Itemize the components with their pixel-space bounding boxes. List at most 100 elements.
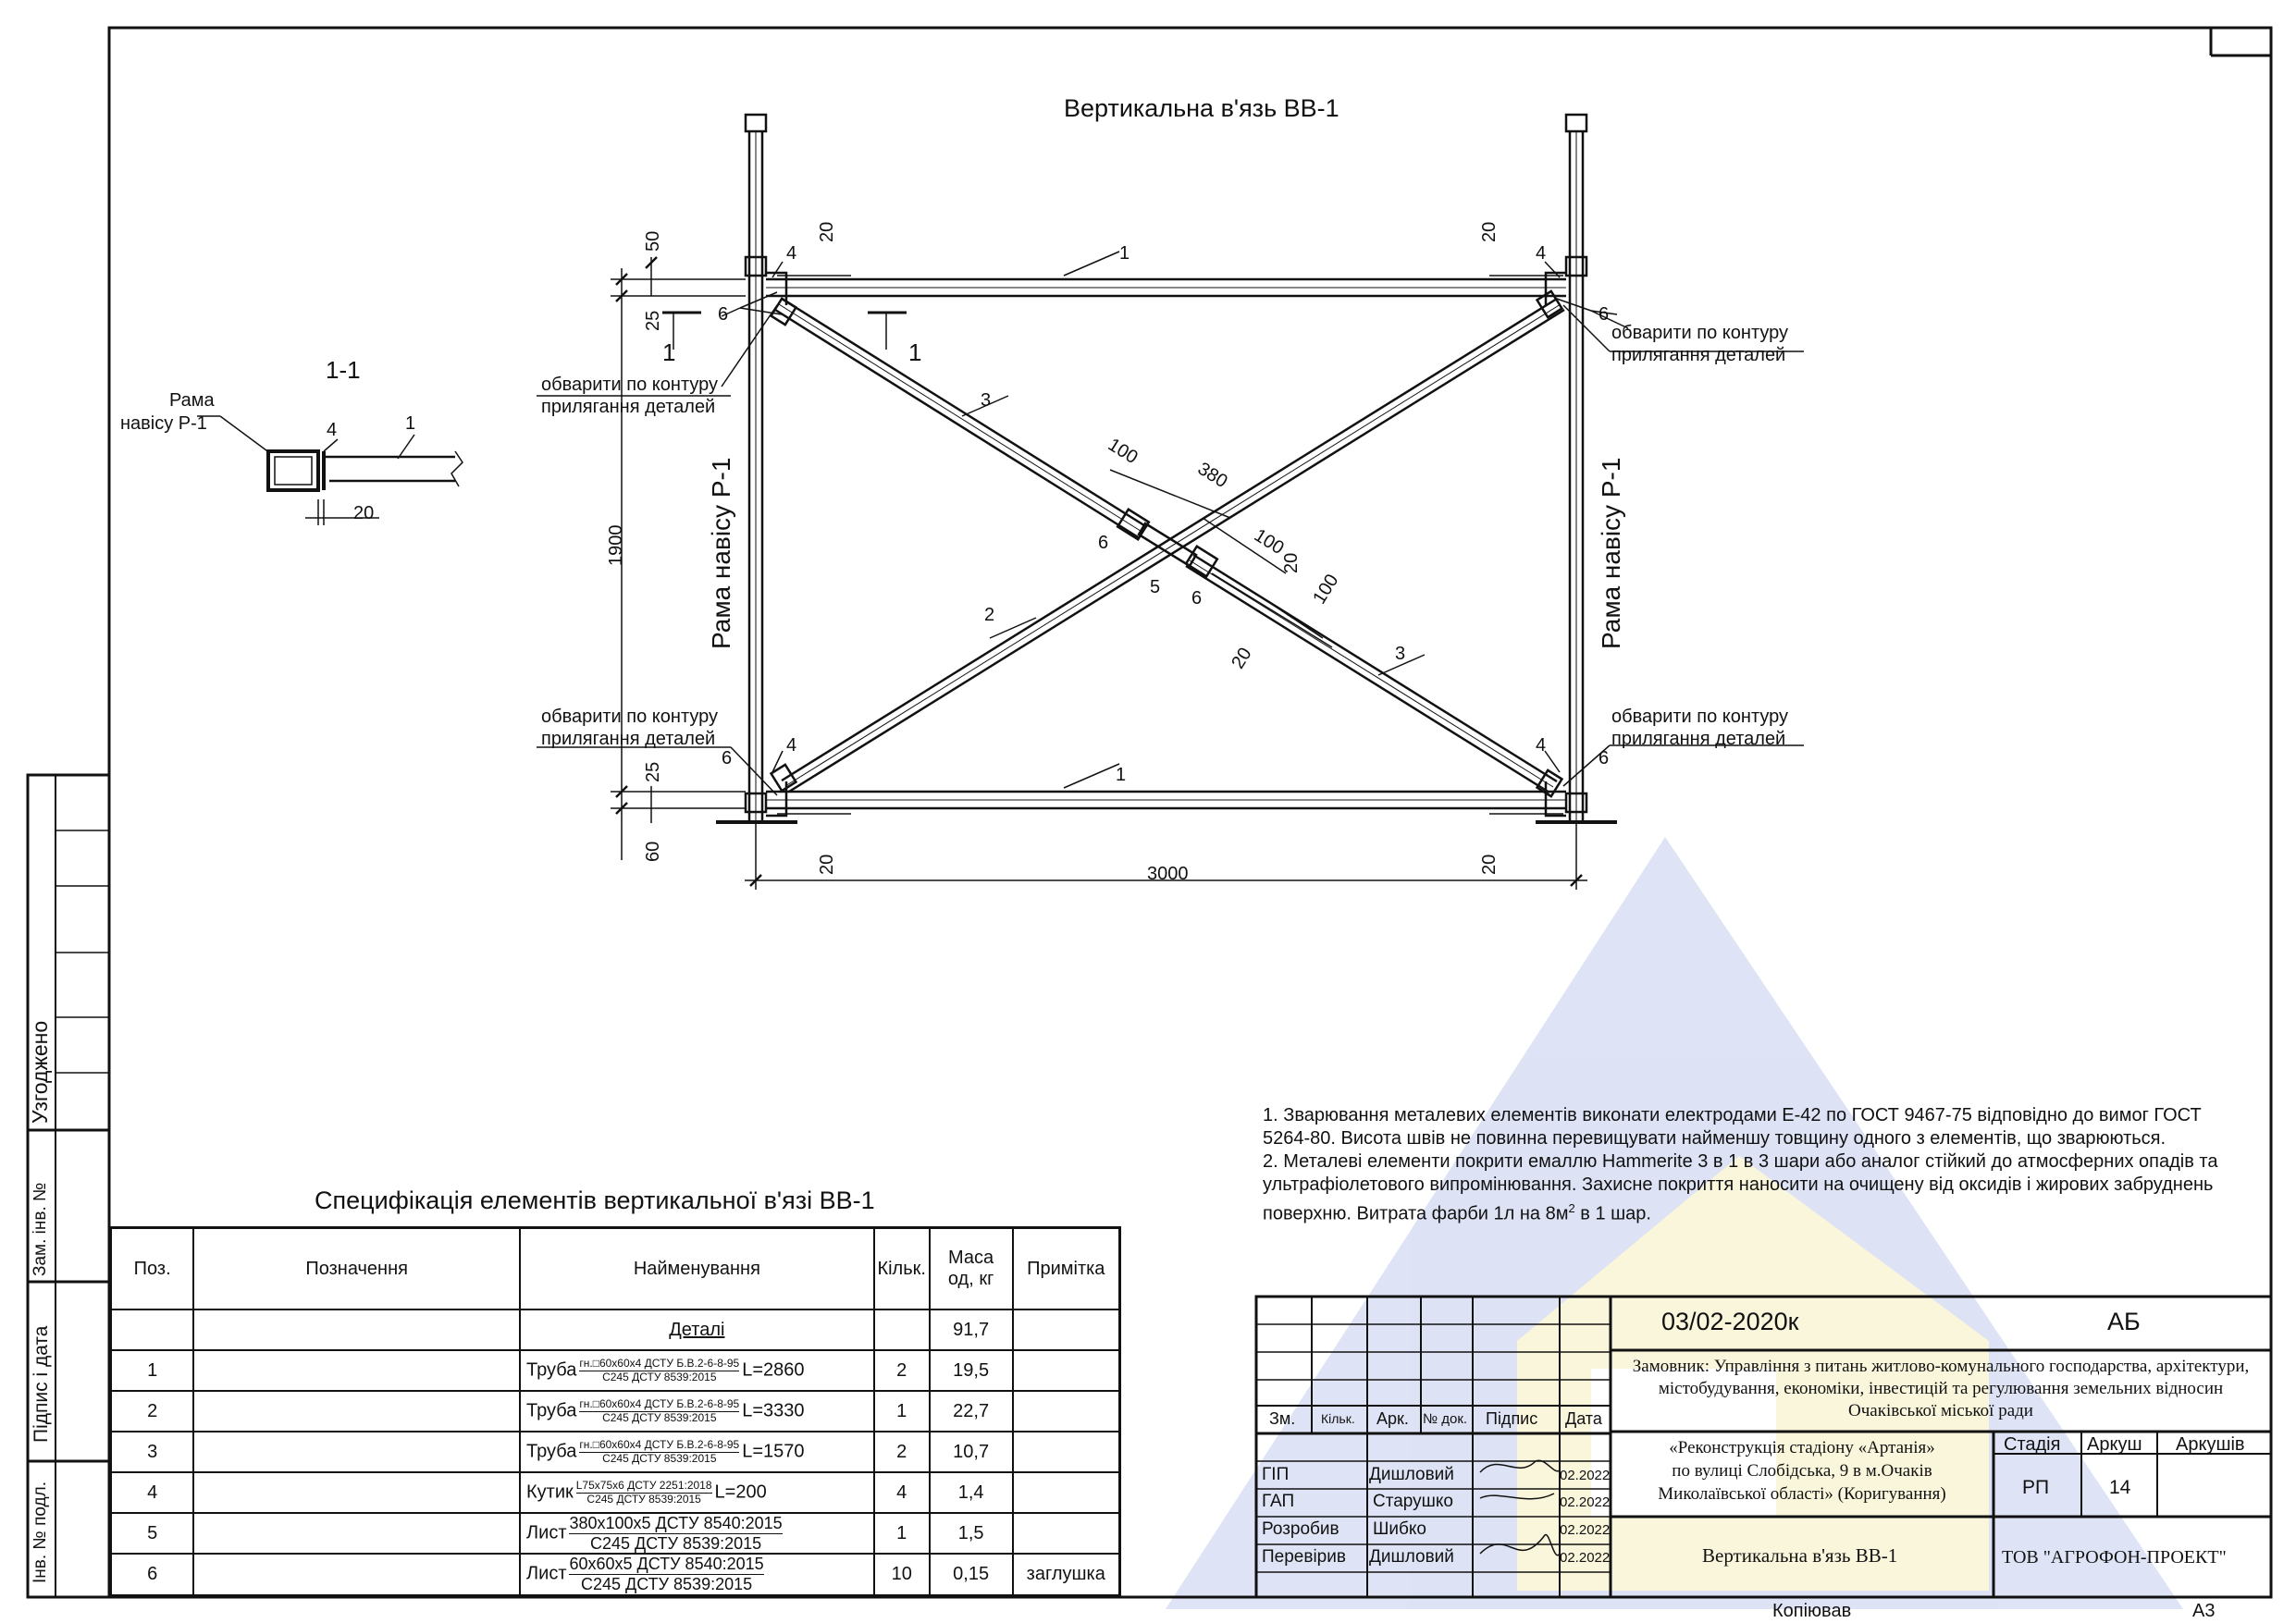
weld-note-tr-2: прилягання деталей [1611,345,1786,365]
tb-code: 03/02-2020к [1661,1308,1799,1335]
dim-1900: 1900 [606,524,626,567]
col-note: Примітка [1011,1226,1121,1310]
tb-role-1: ГАП [1262,1492,1295,1511]
row-profile-bottom: С245 ДСТУ 8539:2015 [602,1370,717,1383]
dim-20-center-a: 20 [1281,552,1302,573]
stamp-inv-orig: Інв. № подл. [31,1482,50,1583]
note-2-end: в 1 шар. [1574,1203,1651,1224]
row-name-text: Труба [526,1400,577,1421]
row-pos: 5 [109,1511,195,1555]
tb-stage: РП [2022,1477,2050,1498]
tb-company: ТОВ "АГРОФОН-ПРОЕКТ" [2002,1547,2227,1568]
weld-note-tr-1: обварити по контуру [1611,323,1788,343]
pos-6-center-b: 6 [1191,588,1203,609]
row-note [1011,1471,1121,1514]
row-length: L=200 [714,1482,767,1503]
row-qty: 2 [872,1431,931,1473]
col-pos: Поз. [109,1226,195,1310]
stamp-agreed: Узгоджено [28,1020,52,1124]
diagonal-pipe-3 [774,297,1558,794]
row-note [1011,1431,1121,1473]
group-name: Деталі [519,1309,875,1351]
pos-4-bl: 4 [786,735,797,756]
tb-role-3: Перевірив [1262,1547,1346,1567]
corner-details [766,271,1566,818]
row-length: L=3330 [742,1400,805,1421]
note-2-sup: 2 [1568,1201,1575,1215]
tb-date-1: 02.2022 [1560,1494,1611,1510]
row-note [1011,1390,1121,1432]
tb-name-2: Шибко [1373,1519,1427,1539]
row-name-text: Лист [526,1563,567,1584]
dim-20-bl: 20 [817,854,837,875]
tb-date-2: 02.2022 [1560,1522,1611,1538]
row-qty: 10 [872,1553,931,1597]
group-mass: 91,7 [928,1309,1014,1351]
leader-lines [537,251,1804,796]
row-pos: 4 [109,1471,195,1514]
row-note [1011,1349,1121,1392]
row-mass: 1,5 [928,1511,1014,1555]
rama-label-right: Рама навісу Р-1 [1597,457,1625,649]
row-profile-top: L75x75x6 ДСТУ 2251:2018 [575,1478,712,1494]
tb-role-2: Розробив [1262,1519,1339,1539]
tb-col-pidpys: Підпис [1486,1409,1538,1428]
pos-6-center-a: 6 [1098,533,1109,553]
row-pos: 2 [109,1390,195,1432]
tb-object-2: по вулиці Слобідська, 9 в м.Очаків [1672,1461,1932,1481]
tb-copied: Копіював [1772,1601,1852,1621]
section-title: 1-1 [326,356,361,384]
row-profile-top: гн.□60x60x4 ДСТУ Б.В.2-6-8-95 [579,1437,740,1453]
row-profile-bottom: С245 ДСТУ 8539:2015 [586,1492,701,1506]
pos-1-bottom: 1 [1116,765,1127,785]
top-pipe [766,277,1566,298]
cut-mark-right: 1 [908,338,922,366]
row-pos: 3 [109,1431,195,1473]
row-length: L=2860 [742,1359,805,1381]
pos-6-tl: 6 [718,304,729,325]
pos-2: 2 [984,605,995,625]
tb-brand: АБ [2107,1308,2141,1335]
tb-date-3: 02.2022 [1560,1550,1611,1566]
weld-note-br-1: обварити по контуру [1611,707,1788,727]
group-name-text: Деталі [669,1319,725,1340]
tb-sheet-title: Вертикальна в'язь ВВ-1 [1702,1544,1898,1567]
note-2: 2. Металеві елементи покрити емаллю Hamm… [1263,1150,2243,1226]
tb-name-0: Дишловий [1369,1465,1454,1484]
row-name-text: Труба [526,1359,577,1381]
stamp-inv-zam: Зам. інв. № [31,1182,50,1276]
note-2-text: 2. Металеві елементи покрити емаллю Hamm… [1263,1151,2218,1224]
pos-4-br: 4 [1536,735,1547,756]
cut-mark-left: 1 [662,338,676,366]
tb-object: «Реконструкція стадіону «Артанія» по вул… [1617,1436,1987,1506]
section-label-rama: Рама [169,390,215,411]
row-note: заглушка [1011,1553,1121,1597]
tb-sheets-h: Аркушів [2176,1434,2245,1455]
tb-stage-h: Стадія [2004,1434,2061,1455]
tb-col-kilk: Кільк. [1321,1411,1355,1426]
sheet-frame [26,26,2273,1599]
pos-6-tr: 6 [1599,304,1610,325]
row-pos: 1 [109,1349,195,1392]
row-profile-bottom: С245 ДСТУ 8539:2015 [580,1575,753,1594]
dim-25-bottom: 25 [643,761,663,782]
row-profile-bottom: С245 ДСТУ 8539:2015 [602,1410,717,1424]
tb-sheet-h: Аркуш [2087,1434,2142,1455]
drawing-title: Вертикальна в'язь ВВ-1 [1064,94,1339,122]
row-pos: 6 [109,1553,195,1597]
col-mass-1: Маса [948,1248,994,1268]
row-qty: 2 [872,1349,931,1392]
